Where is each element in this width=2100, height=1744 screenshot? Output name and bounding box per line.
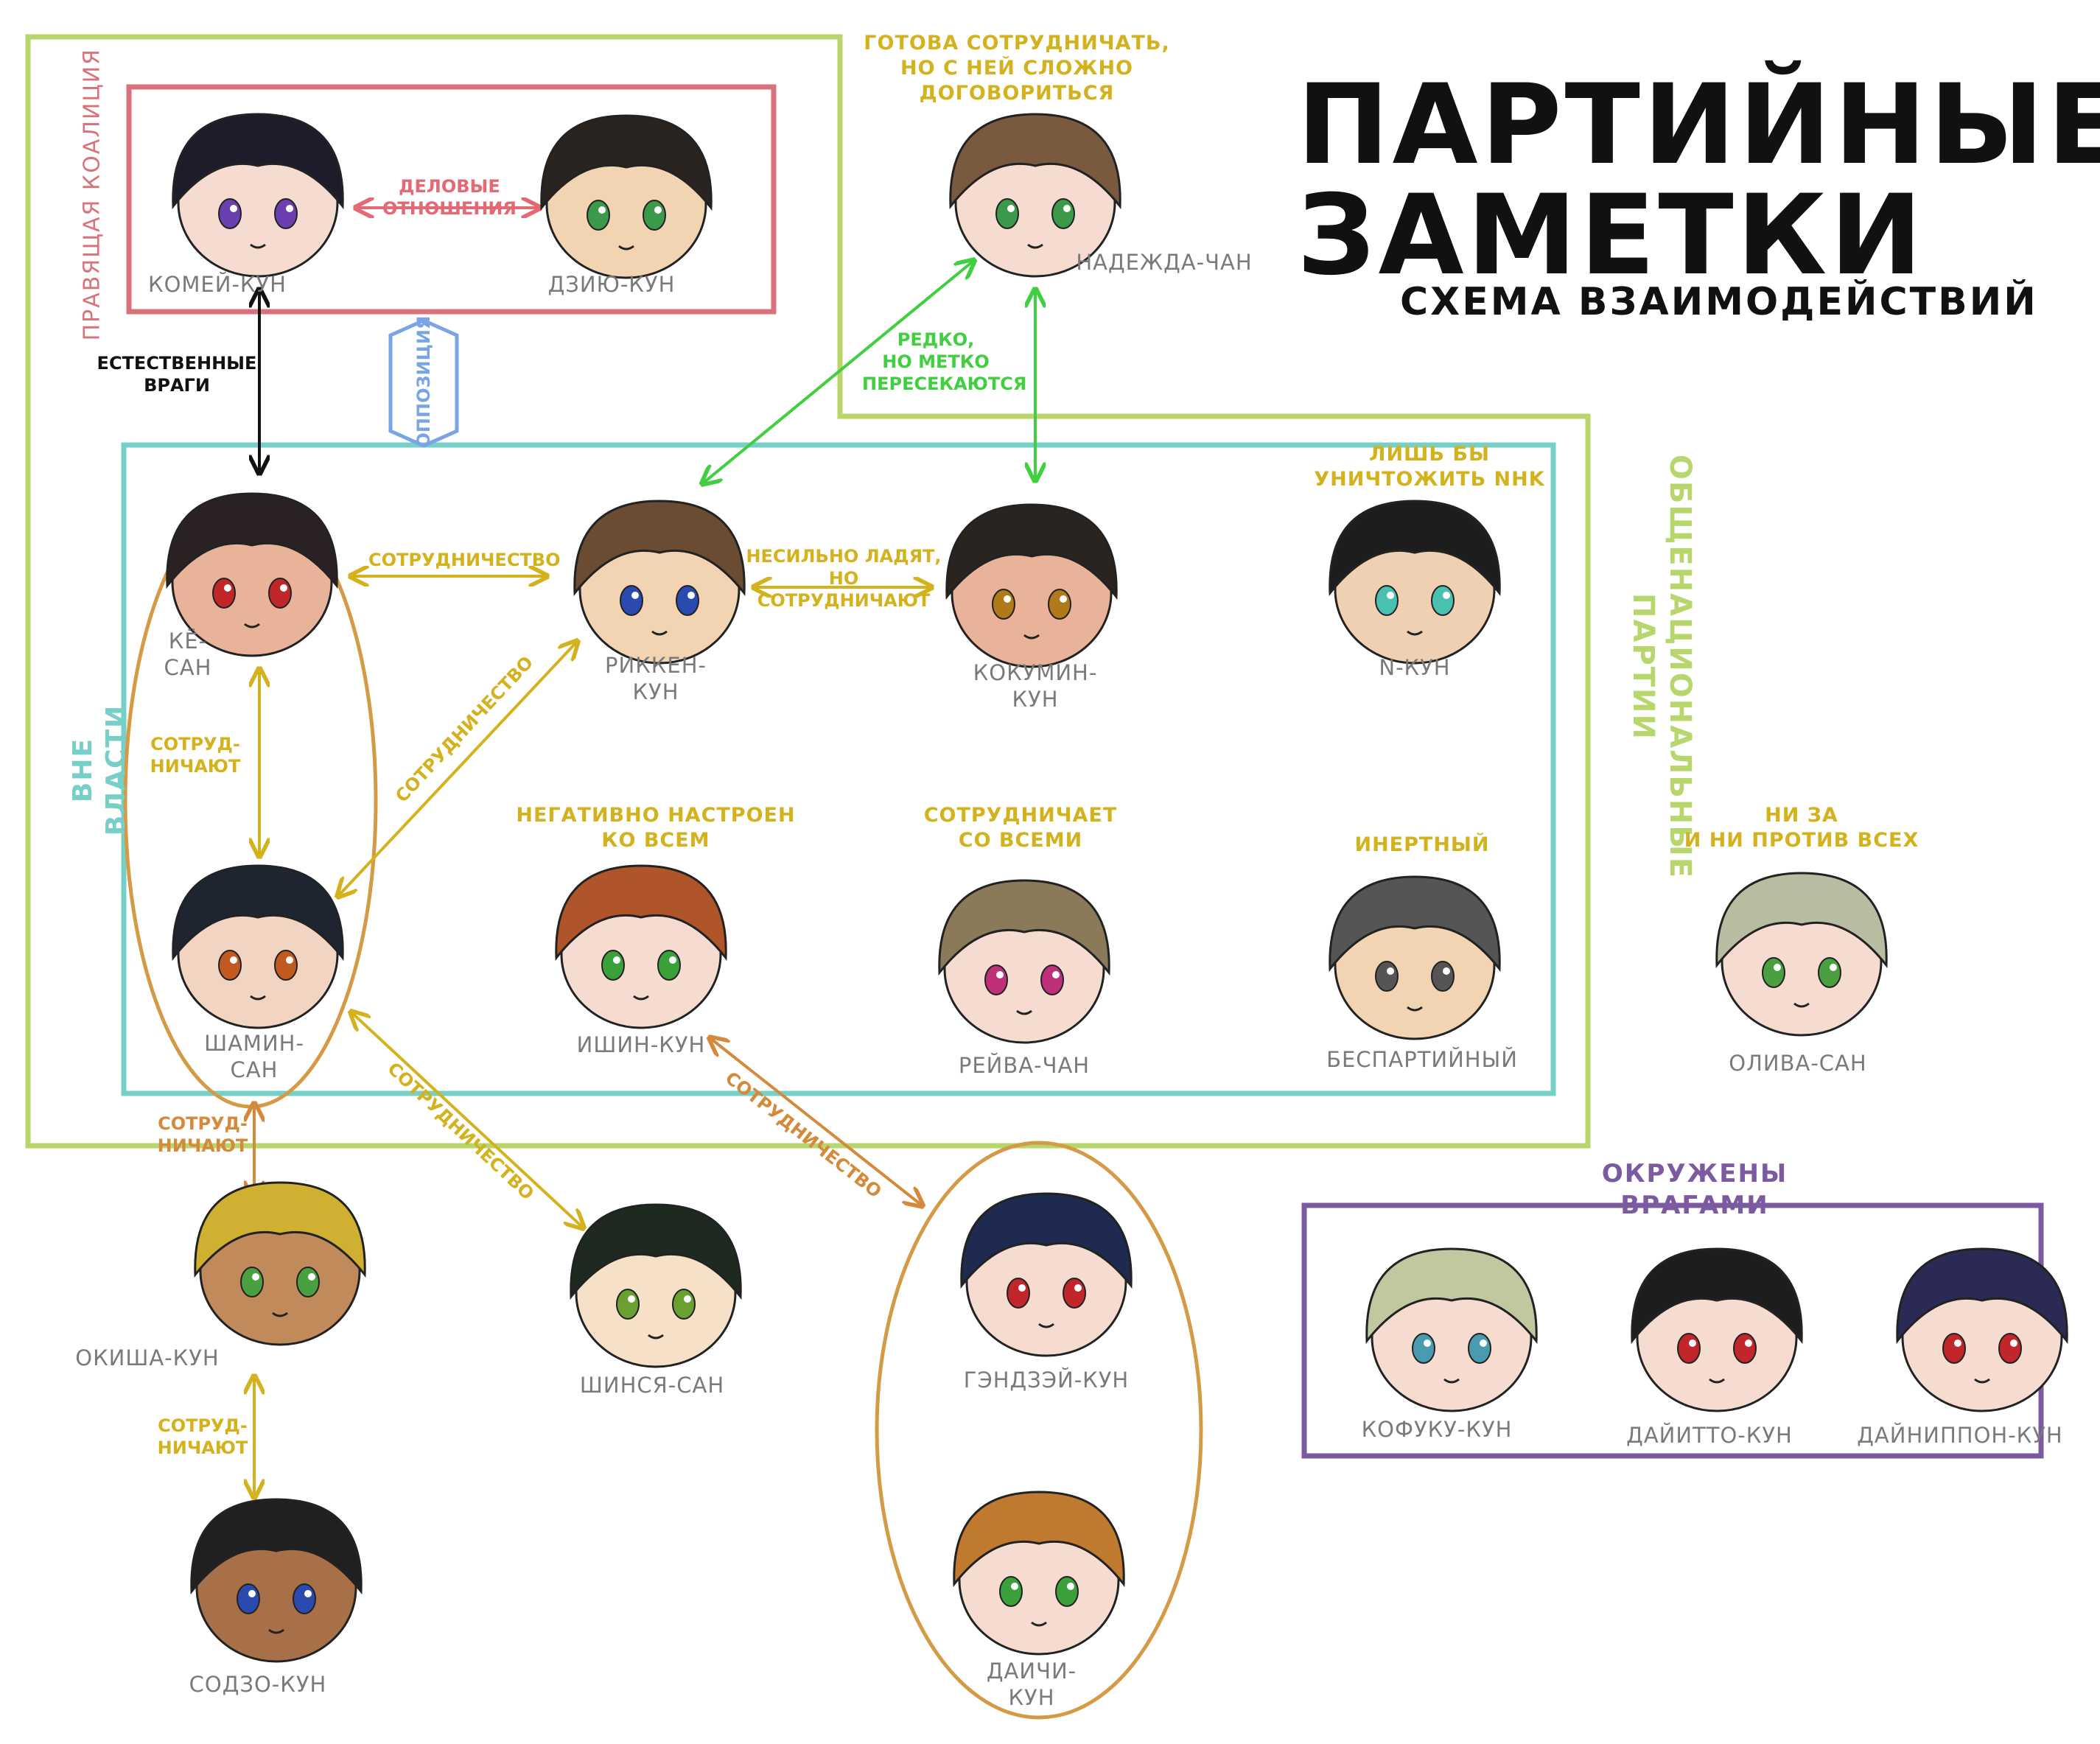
sodzo-face-icon (190, 1498, 363, 1663)
page-subtitle: СХЕМА ВЗАИМОДЕЙСТВИЙ (1400, 280, 2038, 324)
enemies-relation-label: ЕСТЕСТВЕННЫЕ ВРАГИ (97, 353, 257, 396)
komei-name: КОМЕЙ-КУН (148, 272, 287, 297)
page-title: ПАРТИЙНЫЕ ЗАМЕТКИ (1297, 61, 2100, 300)
kofuku-face-icon (1365, 1247, 1538, 1412)
shamin-shinsya-arrow (352, 1013, 582, 1227)
shamin-rikken-arrow (339, 642, 576, 895)
oliva-name: ОЛИВА-САН (1729, 1051, 1867, 1076)
okisha-sodzo-relation-label: СОТРУД- НИЧАЮТ (157, 1415, 248, 1458)
kokumin-name: КОКУМИН-КУН (973, 660, 1098, 712)
opposition-arrow (388, 318, 459, 448)
okisha-name: ОКИША-КУН (75, 1345, 220, 1370)
bespart-face-icon (1329, 875, 1501, 1040)
nadezhda-note: ГОТОВА СОТРУДНИЧАТЬ, НО С НЕЙ СЛОЖНО ДОГ… (864, 32, 1170, 105)
daichi-face-icon (953, 1491, 1125, 1656)
ishin-face-icon (555, 864, 727, 1029)
n-face-icon (1329, 500, 1501, 665)
daichi-name: ДАИЧИ- КУН (986, 1659, 1077, 1711)
dzyu-face-icon (540, 114, 713, 279)
shinsya-face-icon (570, 1203, 742, 1368)
reiva-note: СОТРУДНИЧАЕТ СО ВСЕМИ (923, 804, 1118, 852)
nadezhda-face-icon (949, 113, 1121, 278)
dainippon-name: ДАЙНИППОН-КУН (1857, 1423, 2063, 1448)
daitto-face-icon (1631, 1247, 1803, 1412)
enemies-label: ОКРУЖЕНЫ ВРАГАМИ (1601, 1159, 1788, 1220)
coalition-frame (126, 84, 777, 315)
rikken-kokumin-relation-label: НЕСИЛЬНО ЛАДЯТ, НО СОТРУДНИЧАЮТ (746, 546, 942, 611)
keo-rikken-relation-label: СОТРУДНИЧЕСТВО (368, 550, 561, 570)
gendzei-name: ГЭНДЗЭЙ-КУН (963, 1367, 1130, 1393)
gendzei-face-icon (960, 1192, 1133, 1357)
shamin-okisha-relation-label: СОТРУД- НИЧАЮТ (157, 1113, 248, 1156)
keo-name: КЁ- САН (164, 628, 212, 681)
n-name: N-КУН (1379, 655, 1451, 680)
keo-face-icon (166, 492, 338, 657)
opposition-relation-label: ОППОЗИЦИЯ (413, 315, 434, 448)
oliva-face-icon (1715, 872, 1888, 1037)
rikken-name: РИККЕН-КУН (605, 653, 707, 705)
reiva-face-icon (938, 879, 1110, 1044)
n-note: ЛИШЬ БЫ УНИЧТОЖИТЬ NHK (1314, 443, 1545, 491)
ishin-gendzei-arrow (711, 1039, 921, 1205)
coalition-label: ПРАВЯЩАЯ КОАЛИЦИЯ (79, 48, 105, 341)
national-frame (25, 34, 1591, 1149)
nadezhda-rikken-arrow (704, 262, 973, 483)
shamin-name: ШАМИН- САН (204, 1031, 304, 1083)
dainippon-face-icon (1896, 1247, 2068, 1412)
rarely-relation-label: РЕДКО, НО МЕТКО ПЕРЕСЕКАЮТСЯ (862, 329, 1027, 394)
sodzo-name: СОДЗО-КУН (189, 1672, 327, 1697)
keo-shamin-relation-label: СОТРУД- НИЧАЮТ (150, 734, 241, 777)
kofuku-name: КОФУКУ-КУН (1361, 1417, 1513, 1442)
bespart-note: ИНЕРТНЫЙ (1354, 833, 1490, 856)
nadezhda-name: НАДЕЖДА-ЧАН (1076, 250, 1253, 275)
komei-face-icon (172, 113, 344, 278)
reiva-name: РЕЙВА-ЧАН (958, 1053, 1091, 1078)
business-relation-label: ДЕЛОВЫЕ ОТНОШЕНИЯ (382, 176, 517, 219)
daitto-name: ДАЙИТТО-КУН (1626, 1423, 1793, 1448)
shinsya-name: ШИНСЯ-САН (579, 1373, 725, 1398)
bespart-name: БЕСПАРТИЙНЫЙ (1326, 1047, 1518, 1072)
out-of-power-label: ВНЕ ВЛАСТИ (68, 704, 131, 836)
rikken-face-icon (573, 500, 746, 665)
shamin-face-icon (172, 864, 344, 1029)
kokumin-face-icon (945, 503, 1118, 668)
ishin-note: НЕГАТИВНО НАСТРОЕН КО ВСЕМ (516, 804, 796, 852)
oliva-note: НИ ЗА И НИ ПРОТИВ ВСЕХ (1684, 804, 1919, 852)
gendzei-daichi-ellipse (875, 1141, 1203, 1720)
dzyu-name: ДЗИЮ-КУН (547, 272, 676, 297)
okisha-face-icon (194, 1181, 366, 1346)
ishin-name: ИШИН-КУН (576, 1032, 706, 1057)
